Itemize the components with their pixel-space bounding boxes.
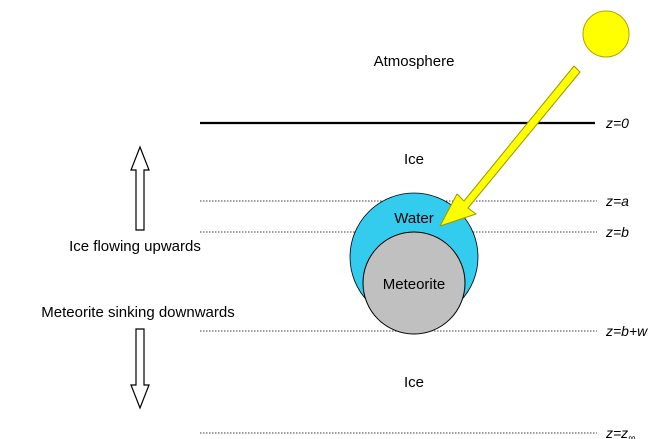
ice-flow-up-arrow bbox=[130, 145, 150, 231]
level-label-zb: z=b bbox=[605, 224, 629, 240]
level-label-z-infinity-subscript: ∞ bbox=[628, 433, 635, 439]
meteorite-sink-label: Meteorite sinking downwards bbox=[41, 304, 234, 321]
water-label: Water bbox=[394, 210, 433, 227]
level-label-z-infinity-base: z=z bbox=[605, 425, 628, 439]
meteorite-label: Meteorite bbox=[383, 276, 446, 293]
level-label-z0: z=0 bbox=[605, 115, 629, 131]
atmosphere-label: Atmosphere bbox=[374, 53, 455, 70]
level-label-zbw: z=b+w bbox=[605, 323, 648, 339]
sun-icon bbox=[582, 10, 630, 58]
ice-bottom-label: Ice bbox=[404, 374, 424, 391]
sunlight-arrow bbox=[439, 65, 581, 227]
ice-flow-label: Ice flowing upwards bbox=[69, 238, 201, 255]
level-label-za: z=a bbox=[605, 193, 629, 209]
meteorite-body bbox=[362, 231, 466, 335]
ice-top-label: Ice bbox=[404, 151, 424, 168]
level-label-z-infinity: z=z∞ bbox=[605, 425, 635, 439]
meteorite-sink-down-arrow bbox=[130, 328, 150, 410]
